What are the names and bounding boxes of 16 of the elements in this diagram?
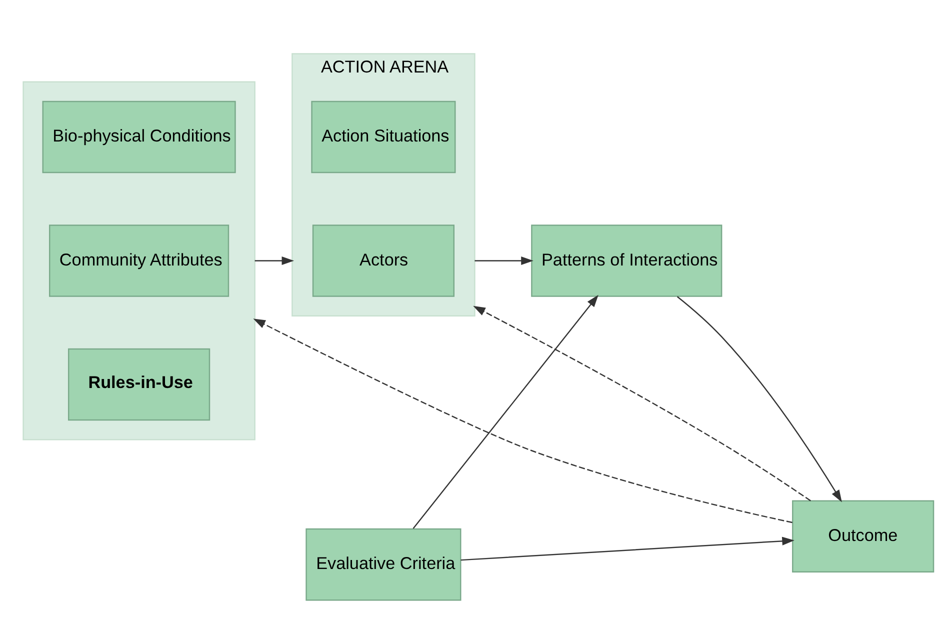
arrow bbox=[254, 256, 294, 266]
arrow bbox=[473, 306, 811, 502]
arrow bbox=[460, 536, 794, 561]
node-box: Actors bbox=[312, 224, 455, 297]
node-box: Community Attributes bbox=[49, 224, 230, 297]
node-box: Evaluative Criteria bbox=[306, 528, 462, 601]
arrow bbox=[474, 256, 534, 266]
node-box: Bio-physical Conditions bbox=[42, 100, 236, 174]
cluster bbox=[22, 81, 256, 440]
node-box: Outcome bbox=[792, 500, 934, 573]
node-box: Patterns of Interactions bbox=[531, 224, 722, 297]
node-box: Rules-in-Use bbox=[68, 348, 210, 421]
arrow bbox=[253, 318, 792, 524]
arrow bbox=[412, 294, 598, 529]
arrow bbox=[676, 296, 842, 502]
node-box: Action Situations bbox=[311, 100, 456, 174]
